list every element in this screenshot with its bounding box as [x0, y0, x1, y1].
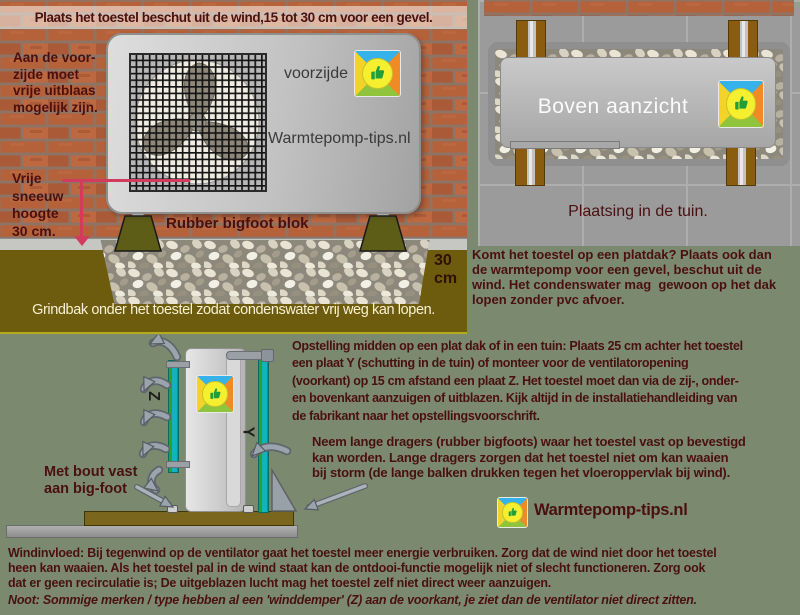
plate-y-bracket-cap — [261, 349, 274, 362]
snow-height-note: Vrije sneeuw hoogte 30 cm. — [12, 170, 64, 239]
wind-paragraph: Windinvloed: Bij tegenwind op de ventila… — [8, 546, 717, 590]
diagram-top-view: Boven aanzicht Plaatsing in de tuin. — [478, 0, 800, 246]
page-title: Plaats het toestel beschut uit de wind,1… — [34, 10, 433, 25]
plate-y — [258, 355, 269, 513]
top-view-label: Boven aanzicht — [537, 95, 689, 118]
unit-brand-text: Warmtepomp-tips.nl — [268, 130, 411, 147]
note-front-side: Aan de voor- zijde moet vrije uitblaas m… — [13, 50, 98, 115]
bolt-right — [243, 505, 254, 513]
measure-line-horizontal — [62, 179, 190, 182]
wtp-logo — [196, 375, 234, 413]
measure-arrowhead — [74, 236, 90, 246]
bolt-left — [167, 505, 178, 513]
heatpump-unit-side — [185, 348, 246, 512]
heatpump-unit-front: voorzijde Warmtepomp-tips.nl — [106, 33, 421, 214]
mount-bar — [510, 141, 620, 149]
long-carrier-beam — [84, 511, 294, 526]
thumbs-up-icon — [202, 381, 228, 407]
wood-post-bottom-left — [515, 142, 545, 186]
plate-z-bracket-bottom — [166, 461, 190, 468]
brick-strip — [484, 0, 794, 16]
thumbs-up-icon — [725, 87, 757, 121]
support-triangle — [271, 467, 298, 512]
fan-grille — [129, 53, 267, 192]
diagram-side-view: Z Y Met bout vast aan big-foot — [0, 335, 410, 545]
diagram-wall-front: Plaats het toestel beschut uit de wind,1… — [0, 0, 467, 334]
title-banner: Plaats het toestel beschut uit de wind,1… — [0, 6, 467, 29]
label-y: Y — [239, 426, 257, 438]
thumbs-up-icon — [502, 502, 523, 523]
wood-post-top-left — [516, 20, 546, 60]
measure-line-vertical — [80, 181, 83, 237]
setup-paragraph: Opstelling midden op een plat dak of in … — [292, 339, 743, 423]
wood-post-top-right — [728, 20, 758, 60]
thumbs-up-icon — [361, 57, 394, 90]
floor-platform — [6, 525, 298, 538]
wood-post-bottom-right — [726, 142, 756, 186]
garden-caption: Plaatsing in de tuin. — [568, 203, 708, 220]
gravel-depth-label: 30 cm — [434, 252, 458, 287]
gravel-caption: Grindbak onder het toestel zodat condens… — [32, 302, 435, 318]
flat-roof-paragraph: Komt het toestel op een platdak? Plaats … — [472, 247, 777, 307]
bigfoot-label: Rubber bigfoot blok — [166, 215, 309, 232]
front-label: voorzijde — [284, 65, 349, 82]
brand-site-text: Warmtepomp-tips.nl — [534, 501, 688, 519]
wtp-logo — [497, 497, 528, 528]
plate-z — [168, 360, 179, 473]
wtp-logo — [354, 50, 401, 97]
note-paragraph: Noot: Sommige merken / type hebben al ee… — [8, 593, 697, 607]
bolt-note: Met bout vast aan big-foot — [44, 464, 138, 497]
dragers-paragraph: Neem lange dragers (rubber bigfoots) waa… — [312, 434, 746, 480]
label-z: Z — [144, 391, 162, 401]
plate-z-bracket-top — [166, 361, 190, 368]
wtp-logo — [718, 80, 764, 128]
